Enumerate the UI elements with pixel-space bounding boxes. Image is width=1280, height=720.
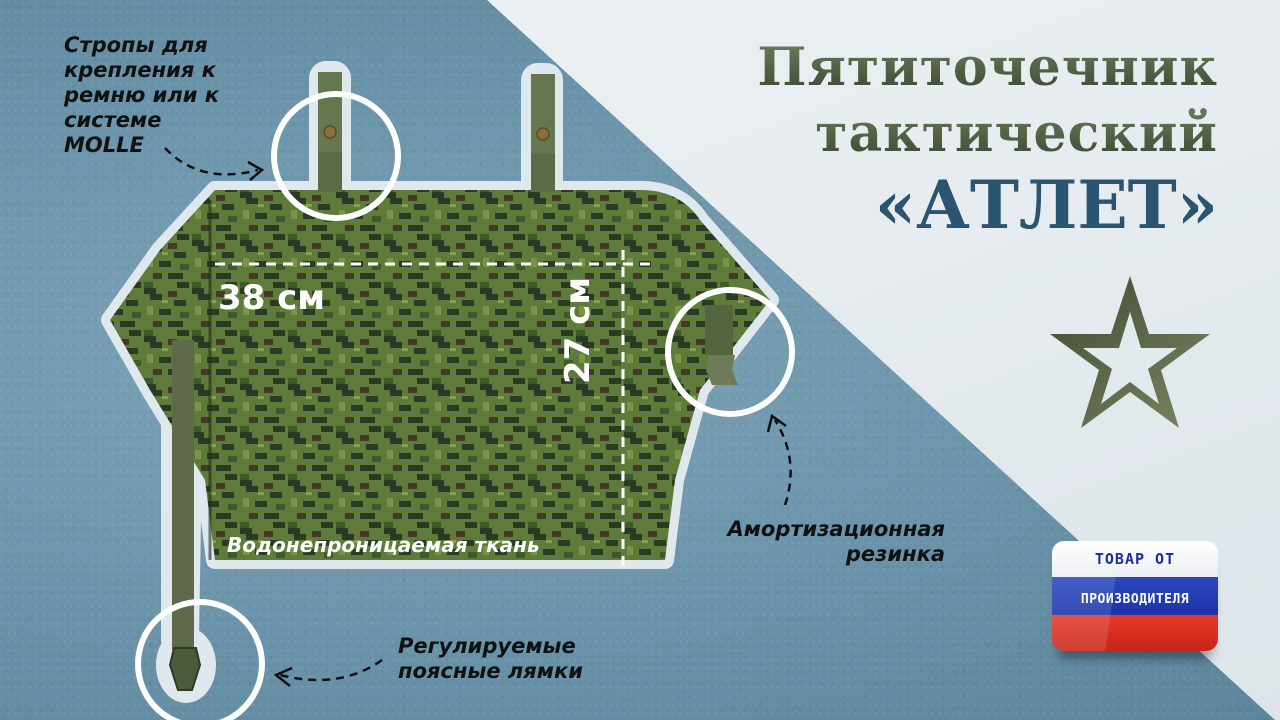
callout-text: поясные лямки — [398, 659, 583, 683]
callout-text: крепления к — [64, 58, 216, 82]
callout-molle-straps: Стропы для крепления к ремню или к систе… — [64, 33, 219, 158]
flag-blue-stripe — [1052, 577, 1218, 615]
fabric-label: Водонепроницаемая ткань — [227, 533, 540, 557]
callout-waist-straps: Регулируемые поясные лямки — [398, 634, 583, 684]
callout-circle-molle — [271, 91, 401, 221]
manufacturer-badge: ТОВАР ОТ ПРОИЗВОДИТЕЛЯ — [1052, 541, 1218, 651]
star-outline-icon — [1050, 276, 1210, 428]
width-dimension: 38 см — [218, 278, 326, 318]
title-brand-name: «АТЛЕТ» — [874, 166, 1218, 244]
flag-red-stripe — [1052, 615, 1218, 651]
badge-line-1: ТОВАР ОТ — [1094, 550, 1176, 568]
callout-text: MOLLE — [64, 133, 144, 157]
flag-white-stripe — [1052, 541, 1218, 577]
callout-text: Амортизационная — [727, 517, 945, 541]
callout-elastic: Амортизационная резинка — [680, 517, 945, 567]
callout-text: системе — [64, 108, 162, 132]
callout-text: Стропы для — [64, 33, 208, 57]
callout-circle-elastic — [665, 287, 795, 417]
callout-text: Регулируемые — [398, 634, 576, 658]
callout-text: ремню или к — [64, 83, 220, 107]
height-dimension: 27 см — [558, 276, 598, 384]
product-title: Пятиточечник тактический «АТЛЕТ» — [757, 37, 1218, 244]
title-line-1: Пятиточечник — [757, 37, 1218, 98]
callout-text: резинка — [845, 542, 945, 566]
badge-line-2: ПРОИЗВОДИТЕЛЯ — [1080, 592, 1190, 607]
callout-circle-straps — [135, 599, 265, 720]
title-line-2: тактический — [757, 108, 1218, 160]
